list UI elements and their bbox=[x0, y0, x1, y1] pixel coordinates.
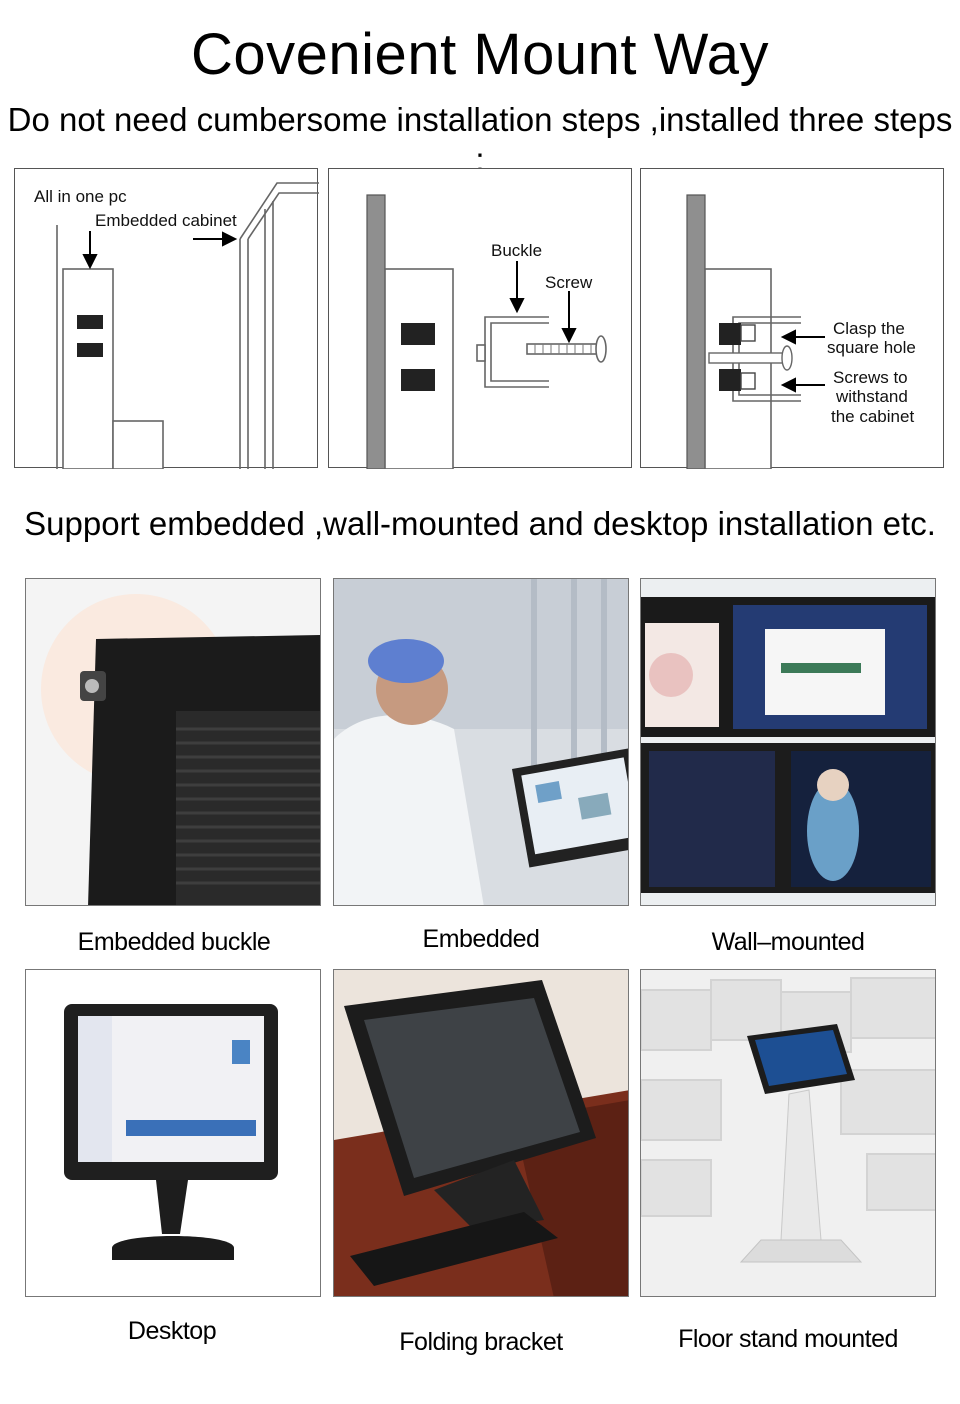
support-text: Support embedded ,wall-mounted and deskt… bbox=[24, 505, 936, 542]
step-1-drawing bbox=[56, 182, 319, 469]
step-3-drawing bbox=[686, 194, 825, 469]
label-screw: Screw bbox=[545, 273, 593, 292]
label-screws-2: withstand bbox=[836, 387, 908, 406]
embedded-image bbox=[334, 579, 628, 905]
label-buckle: Buckle bbox=[491, 241, 543, 260]
photo-wall-mounted bbox=[640, 578, 936, 906]
page-title: Covenient Mount Way bbox=[191, 22, 769, 87]
label-all-in-one-pc: All in one pc bbox=[34, 187, 127, 206]
step-2-drawing bbox=[366, 194, 607, 469]
caption-folding-bracket: Folding bracket bbox=[399, 1328, 563, 1356]
label-screws-3: the cabinet bbox=[831, 407, 915, 426]
caption-floor-stand-mounted: Floor stand mounted bbox=[678, 1325, 898, 1353]
step-2-diagram: Buckle Screw bbox=[328, 168, 632, 469]
step-1-diagram: All in one pc Embedded cabinet bbox=[14, 168, 319, 469]
label-embedded-cabinet: Embedded cabinet bbox=[95, 211, 237, 230]
caption-embedded: Embedded bbox=[422, 925, 540, 953]
caption-embedded-buckle: Embedded buckle bbox=[77, 928, 271, 956]
wall-mounted-image bbox=[641, 579, 935, 905]
photo-desktop bbox=[25, 969, 321, 1297]
embedded-buckle-image bbox=[26, 579, 320, 905]
photo-embedded-buckle bbox=[25, 578, 321, 906]
page-subtitle: Do not need cumbersome installation step… bbox=[7, 101, 953, 178]
desktop-image bbox=[26, 970, 320, 1296]
photo-folding-bracket bbox=[333, 969, 629, 1297]
floor-stand-image bbox=[641, 970, 935, 1296]
folding-bracket-image bbox=[334, 970, 628, 1296]
photo-floor-stand bbox=[640, 969, 936, 1297]
caption-wall-mounted: Wall–mounted bbox=[711, 928, 865, 956]
caption-desktop: Desktop bbox=[127, 1317, 217, 1345]
label-screws-1: Screws to bbox=[833, 368, 908, 387]
label-clasp-2: square hole bbox=[827, 338, 916, 357]
photo-embedded bbox=[333, 578, 629, 906]
label-clasp-1: Clasp the bbox=[833, 319, 905, 338]
step-3-diagram: Clasp the square hole Screws to withstan… bbox=[640, 168, 944, 469]
